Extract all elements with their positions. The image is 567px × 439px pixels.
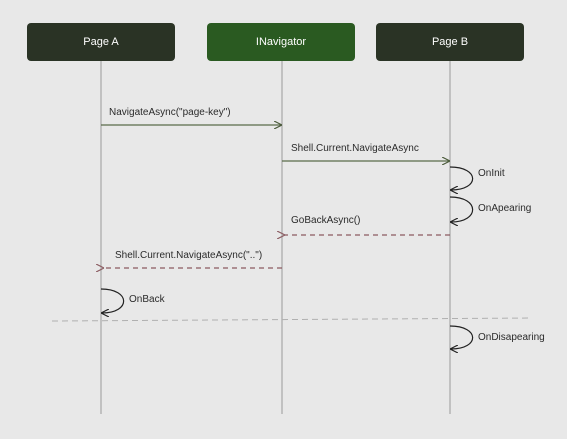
participant-inavigator: INavigator (207, 23, 355, 61)
label-on-disapearing: OnDisapearing (478, 332, 545, 343)
label-on-back: OnBack (129, 294, 165, 305)
self-loop-on-apearing (450, 196, 474, 222)
participant-page-b-label: Page B (431, 36, 469, 48)
self-loop-on-init (450, 166, 474, 190)
label-navigate-page-key: NavigateAsync("page-key") (109, 107, 231, 118)
label-on-init: OnInit (478, 168, 505, 179)
self-loop-on-disapearing (450, 325, 474, 349)
self-loop-on-back (101, 288, 125, 313)
participant-page-a-label: Page A (83, 36, 119, 48)
label-shell-navigate: Shell.Current.NavigateAsync (291, 143, 419, 154)
participant-inavigator-label: INavigator (255, 36, 307, 48)
separator-line (51, 317, 533, 322)
label-go-back: GoBackAsync() (291, 215, 361, 226)
label-shell-navigate-back: Shell.Current.NavigateAsync("..") (115, 250, 263, 261)
participant-page-b: Page B (376, 23, 524, 61)
label-on-apearing: OnApearing (478, 203, 532, 214)
participant-page-a: Page A (27, 23, 175, 61)
